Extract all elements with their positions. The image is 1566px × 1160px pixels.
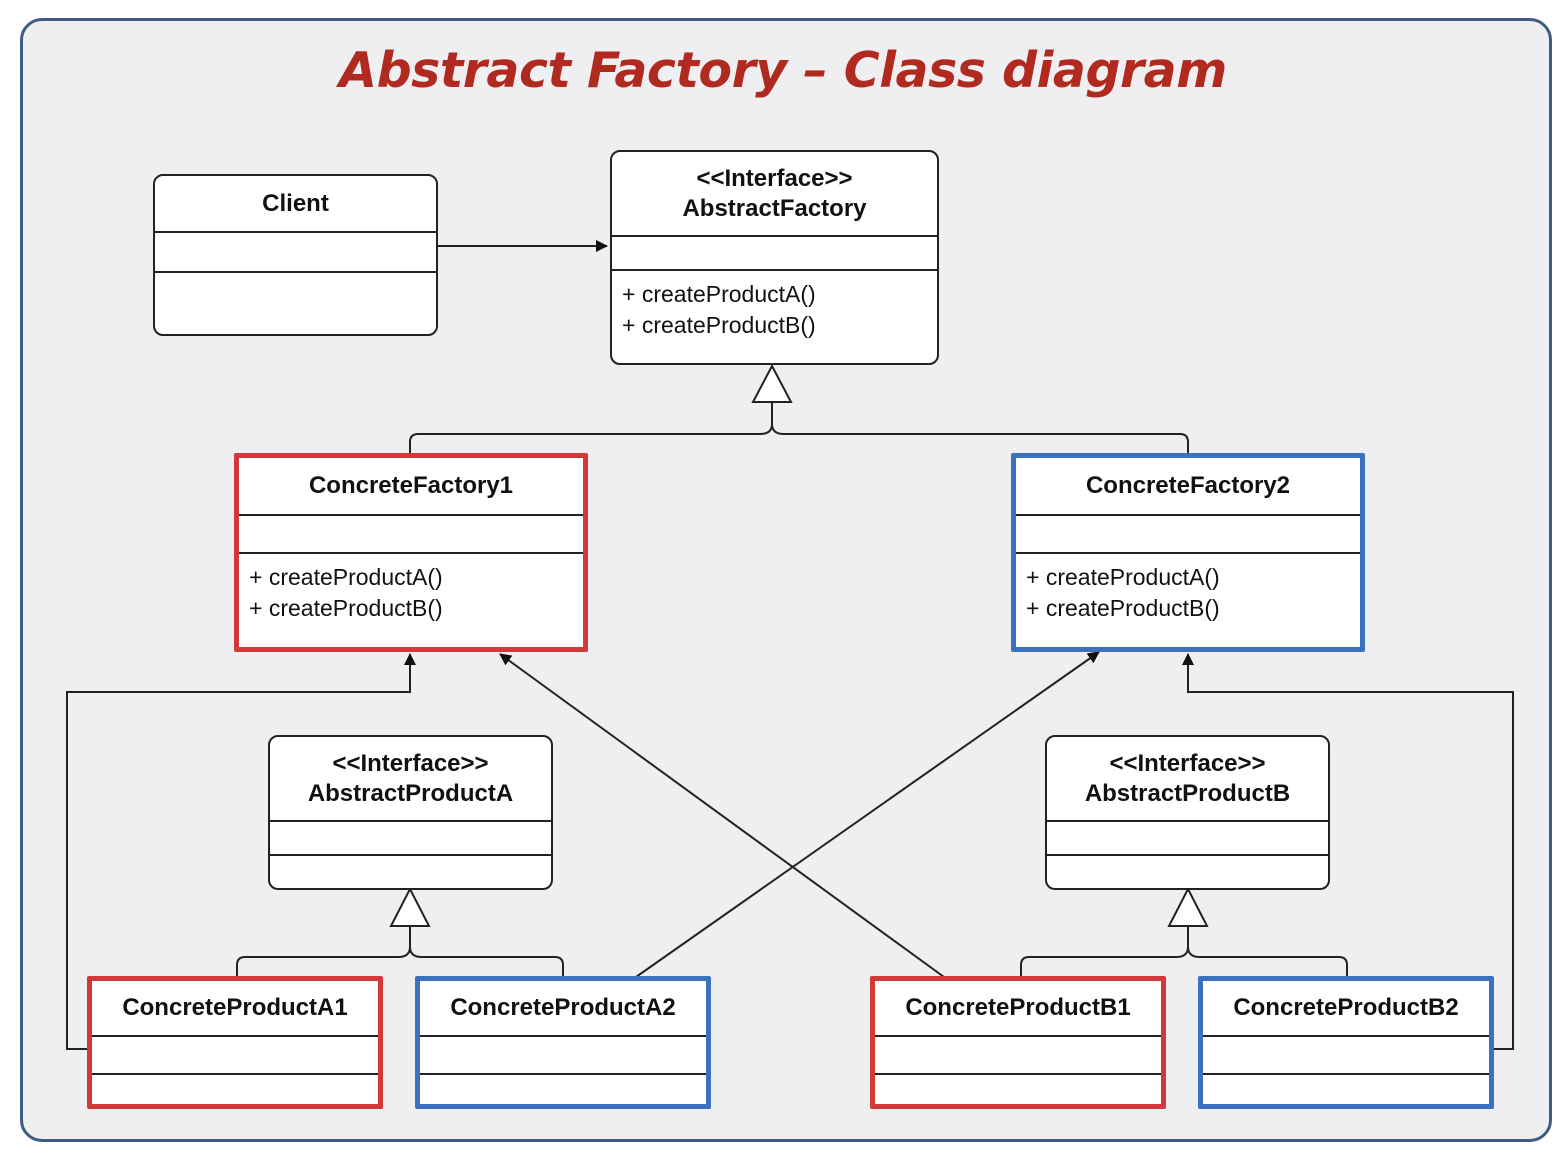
operation: + createProductA() — [622, 281, 816, 307]
factory1-realization-line — [409, 402, 773, 455]
class-attributes — [875, 1037, 1161, 1075]
class-concrete-factory-2-header: ConcreteFactory2 — [1016, 458, 1360, 516]
class-name: ConcreteProductA2 — [450, 994, 676, 1021]
abstractproducta-realization-arrowhead — [389, 886, 431, 927]
abstractproductb-realization-arrowhead — [1167, 886, 1209, 927]
class-attributes — [155, 233, 436, 273]
class-attributes — [420, 1037, 706, 1075]
class-operations — [155, 273, 436, 334]
productb1-realization-line — [1020, 926, 1189, 978]
class-attributes — [1016, 516, 1360, 554]
class-operations: + createProductA() + createProductB() — [239, 554, 583, 647]
class-name: ConcreteFactory2 — [1085, 472, 1291, 499]
class-abstract-product-b[interactable]: <<Interface>> AbstractProductB — [1045, 735, 1330, 890]
class-attributes — [1203, 1037, 1489, 1075]
class-operations — [1047, 856, 1328, 888]
class-name: Client — [262, 189, 329, 217]
producta1-to-factory1-line — [66, 653, 416, 1050]
producta2-to-factory2-line — [635, 651, 1100, 978]
class-concrete-product-a1-header: ConcreteProductA1 — [92, 981, 378, 1037]
operation: + createProductB() — [622, 312, 816, 338]
class-name: ConcreteProductB2 — [1233, 994, 1459, 1021]
producta2-realization-line — [409, 946, 564, 978]
class-operations — [1203, 1075, 1489, 1104]
class-operations: + createProductA() + createProductB() — [1016, 554, 1360, 647]
class-concrete-product-b2-header: ConcreteProductB2 — [1203, 981, 1489, 1037]
abstractfactory-realization-arrowhead — [751, 363, 793, 403]
class-concrete-product-b1[interactable]: ConcreteProductB1 — [870, 976, 1166, 1109]
producta1-realization-line — [236, 926, 411, 978]
class-concrete-factory-1-header: ConcreteFactory1 — [239, 458, 583, 516]
operation: + createProductA() — [1026, 564, 1220, 590]
class-client[interactable]: Client — [153, 174, 438, 336]
class-abstract-factory-header: <<Interface>> AbstractFactory — [612, 152, 937, 237]
class-operations — [270, 856, 551, 888]
class-attributes — [92, 1037, 378, 1075]
class-concrete-product-a2[interactable]: ConcreteProductA2 — [415, 976, 711, 1109]
productb2-to-factory2-line — [1182, 653, 1514, 1050]
class-name: AbstractProductB — [1084, 779, 1291, 807]
class-concrete-factory-2[interactable]: ConcreteFactory2 + createProductA() + cr… — [1011, 453, 1365, 652]
class-concrete-product-a2-header: ConcreteProductA2 — [420, 981, 706, 1037]
class-abstract-product-a[interactable]: <<Interface>> AbstractProductA — [268, 735, 553, 890]
class-concrete-factory-1[interactable]: ConcreteFactory1 + createProductA() + cr… — [234, 453, 588, 652]
operation: + createProductB() — [249, 595, 443, 621]
class-name: AbstractProductA — [307, 779, 514, 807]
class-name: ConcreteProductA1 — [122, 994, 348, 1021]
class-abstract-product-a-header: <<Interface>> AbstractProductA — [270, 737, 551, 822]
class-attributes — [612, 237, 937, 271]
class-operations — [92, 1075, 378, 1104]
productb2-realization-line — [1187, 946, 1348, 978]
class-stereotype: <<Interface>> — [696, 164, 853, 192]
operation: + createProductB() — [1026, 595, 1220, 621]
class-attributes — [270, 822, 551, 856]
class-client-header: Client — [155, 176, 436, 233]
productb1-to-factory1-line — [499, 653, 945, 978]
class-stereotype: <<Interface>> — [1109, 749, 1266, 777]
class-attributes — [239, 516, 583, 554]
class-concrete-product-a1[interactable]: ConcreteProductA1 — [87, 976, 383, 1109]
diagram-title: Abstract Factory – Class diagram — [339, 42, 1227, 99]
factory2-realization-line — [771, 423, 1189, 455]
class-name: AbstractFactory — [682, 194, 867, 222]
class-name: ConcreteProductB1 — [905, 994, 1131, 1021]
class-operations — [420, 1075, 706, 1104]
class-stereotype: <<Interface>> — [332, 749, 489, 777]
class-concrete-product-b1-header: ConcreteProductB1 — [875, 981, 1161, 1037]
operation: + createProductA() — [249, 564, 443, 590]
class-name: ConcreteFactory1 — [308, 472, 514, 499]
class-abstract-factory[interactable]: <<Interface>> AbstractFactory + createPr… — [610, 150, 939, 365]
class-attributes — [1047, 822, 1328, 856]
class-abstract-product-b-header: <<Interface>> AbstractProductB — [1047, 737, 1328, 822]
class-operations — [875, 1075, 1161, 1104]
class-concrete-product-b2[interactable]: ConcreteProductB2 — [1198, 976, 1494, 1109]
class-operations: + createProductA() + createProductB() — [612, 271, 937, 363]
